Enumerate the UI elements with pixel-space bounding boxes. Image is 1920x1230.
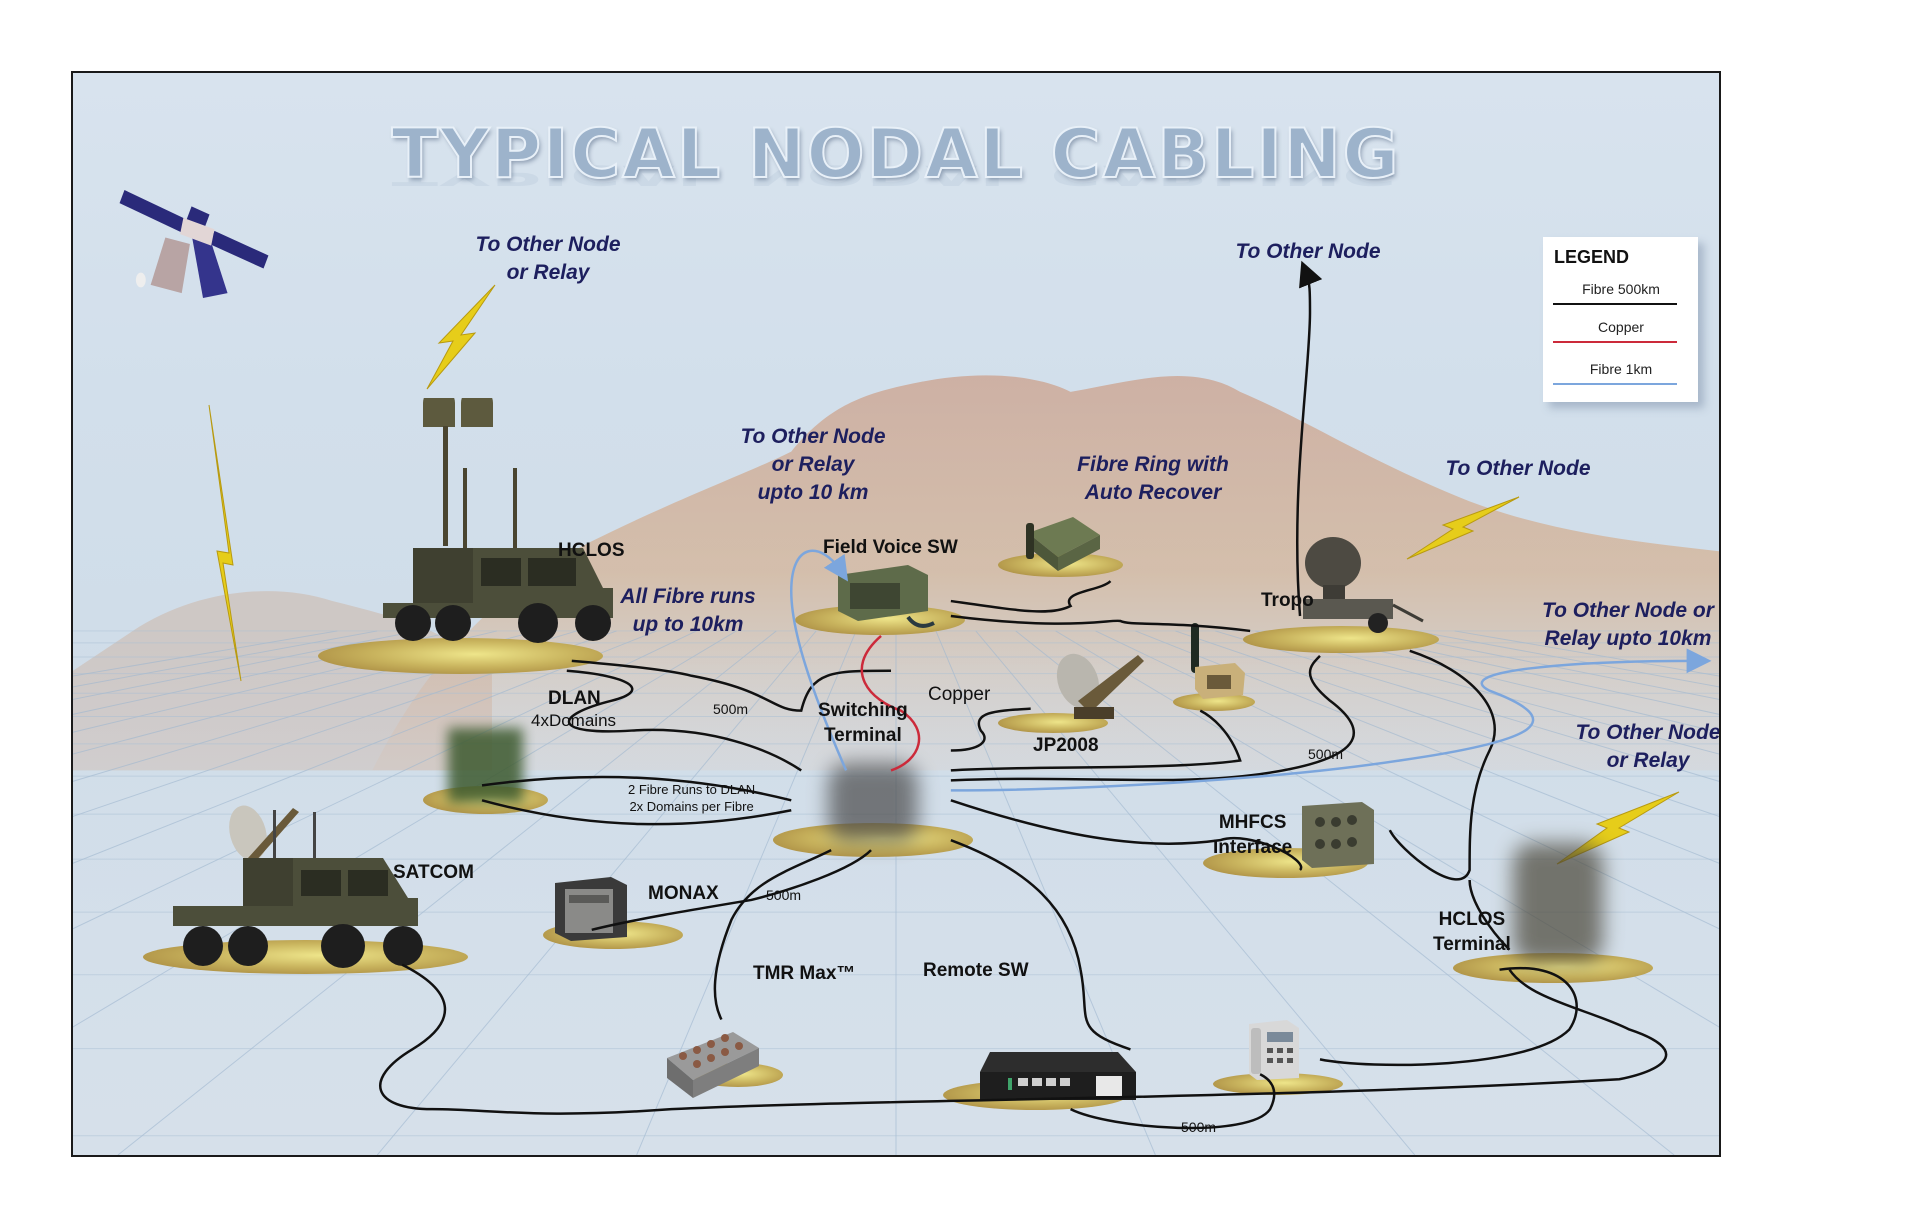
dlan-device-blurred (448, 728, 523, 803)
hclos-vehicle (383, 398, 613, 643)
field-voice-switch-device (838, 565, 935, 628)
cable-hclos-switch (571, 659, 892, 712)
grid-line (1294, 630, 1719, 733)
legend: LEGEND Fibre 500km Copper Fibre 1km (1543, 237, 1698, 402)
cable-dlan-switch-top (481, 775, 792, 802)
grid-line (1015, 630, 1675, 1155)
hclos-terminal-device-blurred (1513, 843, 1603, 963)
lightning-bolt-icon (1406, 496, 1520, 560)
tmr-max-device (667, 1032, 759, 1098)
grid-line (73, 630, 657, 864)
lightning-bolt-icon (208, 404, 242, 682)
label-dlan: DLAN (548, 688, 601, 709)
cable-switch-tmr (713, 849, 832, 1021)
cable-hclos-terminal-out (1468, 879, 1511, 951)
cable-switch-mhfcs (950, 799, 1303, 871)
grid-line (1254, 630, 1719, 755)
grid-line (1055, 630, 1719, 1028)
grid-line (73, 630, 697, 930)
note-other-node-right: To Other Node (1445, 457, 1591, 480)
pad-radio (1173, 693, 1255, 711)
pad-hclos (318, 638, 603, 674)
cabling-layer (379, 260, 1712, 1130)
tropo-antenna-device (1303, 537, 1424, 633)
grid-line (1215, 630, 1719, 782)
cable-tropo-up (1296, 260, 1323, 617)
label-jp2008: JP2008 (1033, 735, 1099, 756)
field-telephone-device (1026, 517, 1100, 571)
cable-switch-remote (950, 838, 1131, 1051)
label-copper: Copper (928, 684, 991, 705)
grid-line (1095, 630, 1719, 930)
legend-line-fibre-500km (1553, 303, 1677, 305)
note-other-node-top: To Other Node (1235, 240, 1381, 263)
cable-tropo-hclos-term (1388, 649, 1496, 881)
cable-switch-monax (591, 849, 872, 932)
cable-remote-phone (1070, 1073, 1276, 1130)
desk-phone-device (1249, 1020, 1299, 1080)
grid-line (117, 630, 777, 1155)
grid-line (1135, 630, 1719, 864)
cable-switch-tropo-ring (950, 654, 1355, 782)
radio-device (1191, 623, 1245, 699)
lightning-bolt-icon (426, 284, 496, 390)
fibre-500km-cables (379, 260, 1668, 1130)
distance-label: 500m (1181, 1119, 1217, 1135)
label-tropo: Tropo (1261, 590, 1314, 611)
switching-terminal-device-blurred (828, 763, 918, 843)
label-field-voice-sw: Field Voice SW (823, 537, 958, 558)
grid-line (73, 630, 538, 755)
copper-cable (860, 634, 921, 772)
label-tmr-max: TMR Max™ (753, 963, 856, 984)
diagram-title: TYPICAL NODAL CABLING (391, 114, 1401, 195)
legend-item-fibre-1km: Fibre 1km (1589, 361, 1653, 377)
cable-dlan-switch-bottom (481, 799, 792, 826)
legend-title: LEGEND (1554, 247, 1630, 267)
cable-blue-loop-up (790, 549, 849, 771)
diagram-canvas: TYPICAL NODAL CABLING TYPICAL NODAL CABL… (71, 71, 1721, 1157)
grid-line (1175, 630, 1719, 817)
pad-phone (1213, 1073, 1343, 1095)
legend-line-copper (1553, 341, 1677, 343)
satellite-icon (119, 190, 269, 298)
satcom-vehicle (173, 805, 423, 968)
grid-line (73, 630, 498, 733)
label-hclos: HCLOS (558, 540, 625, 561)
pad-tropo (1243, 626, 1439, 653)
label-monax: MONAX (648, 883, 719, 904)
cable-voice-phone (950, 580, 1112, 613)
cable-hclos-dlan-loop (566, 669, 802, 772)
grid-line (73, 630, 617, 817)
distance-label: 500m (713, 701, 749, 717)
legend-item-copper: Copper (1598, 319, 1644, 335)
grid-line (73, 630, 577, 782)
cable-switch-jp (950, 707, 1031, 752)
cable-blue-right (950, 648, 1712, 792)
remote-switch-device (980, 1052, 1136, 1100)
fibre-1km-cables (790, 549, 1712, 792)
cable-switch-radio (950, 709, 1242, 772)
legend-line-fibre-1km (1553, 383, 1677, 385)
legend-item-fibre-500km: Fibre 500km (1582, 281, 1660, 297)
label-remote-sw: Remote SW (923, 960, 1029, 981)
mhfcs-interface-device (1302, 802, 1374, 868)
cable-voice-tropo (950, 614, 1251, 633)
cable-satcom-bottom-loop (379, 963, 1668, 1115)
distance-label: 500m (1308, 746, 1344, 762)
label-satcom: SATCOM (393, 862, 474, 883)
jp2008-satellite-dish (1056, 653, 1144, 719)
label-dlan-domains: 4xDomains (531, 711, 617, 730)
cable-hclos-remote (1319, 966, 1578, 1067)
distance-label: 500m (766, 887, 802, 903)
